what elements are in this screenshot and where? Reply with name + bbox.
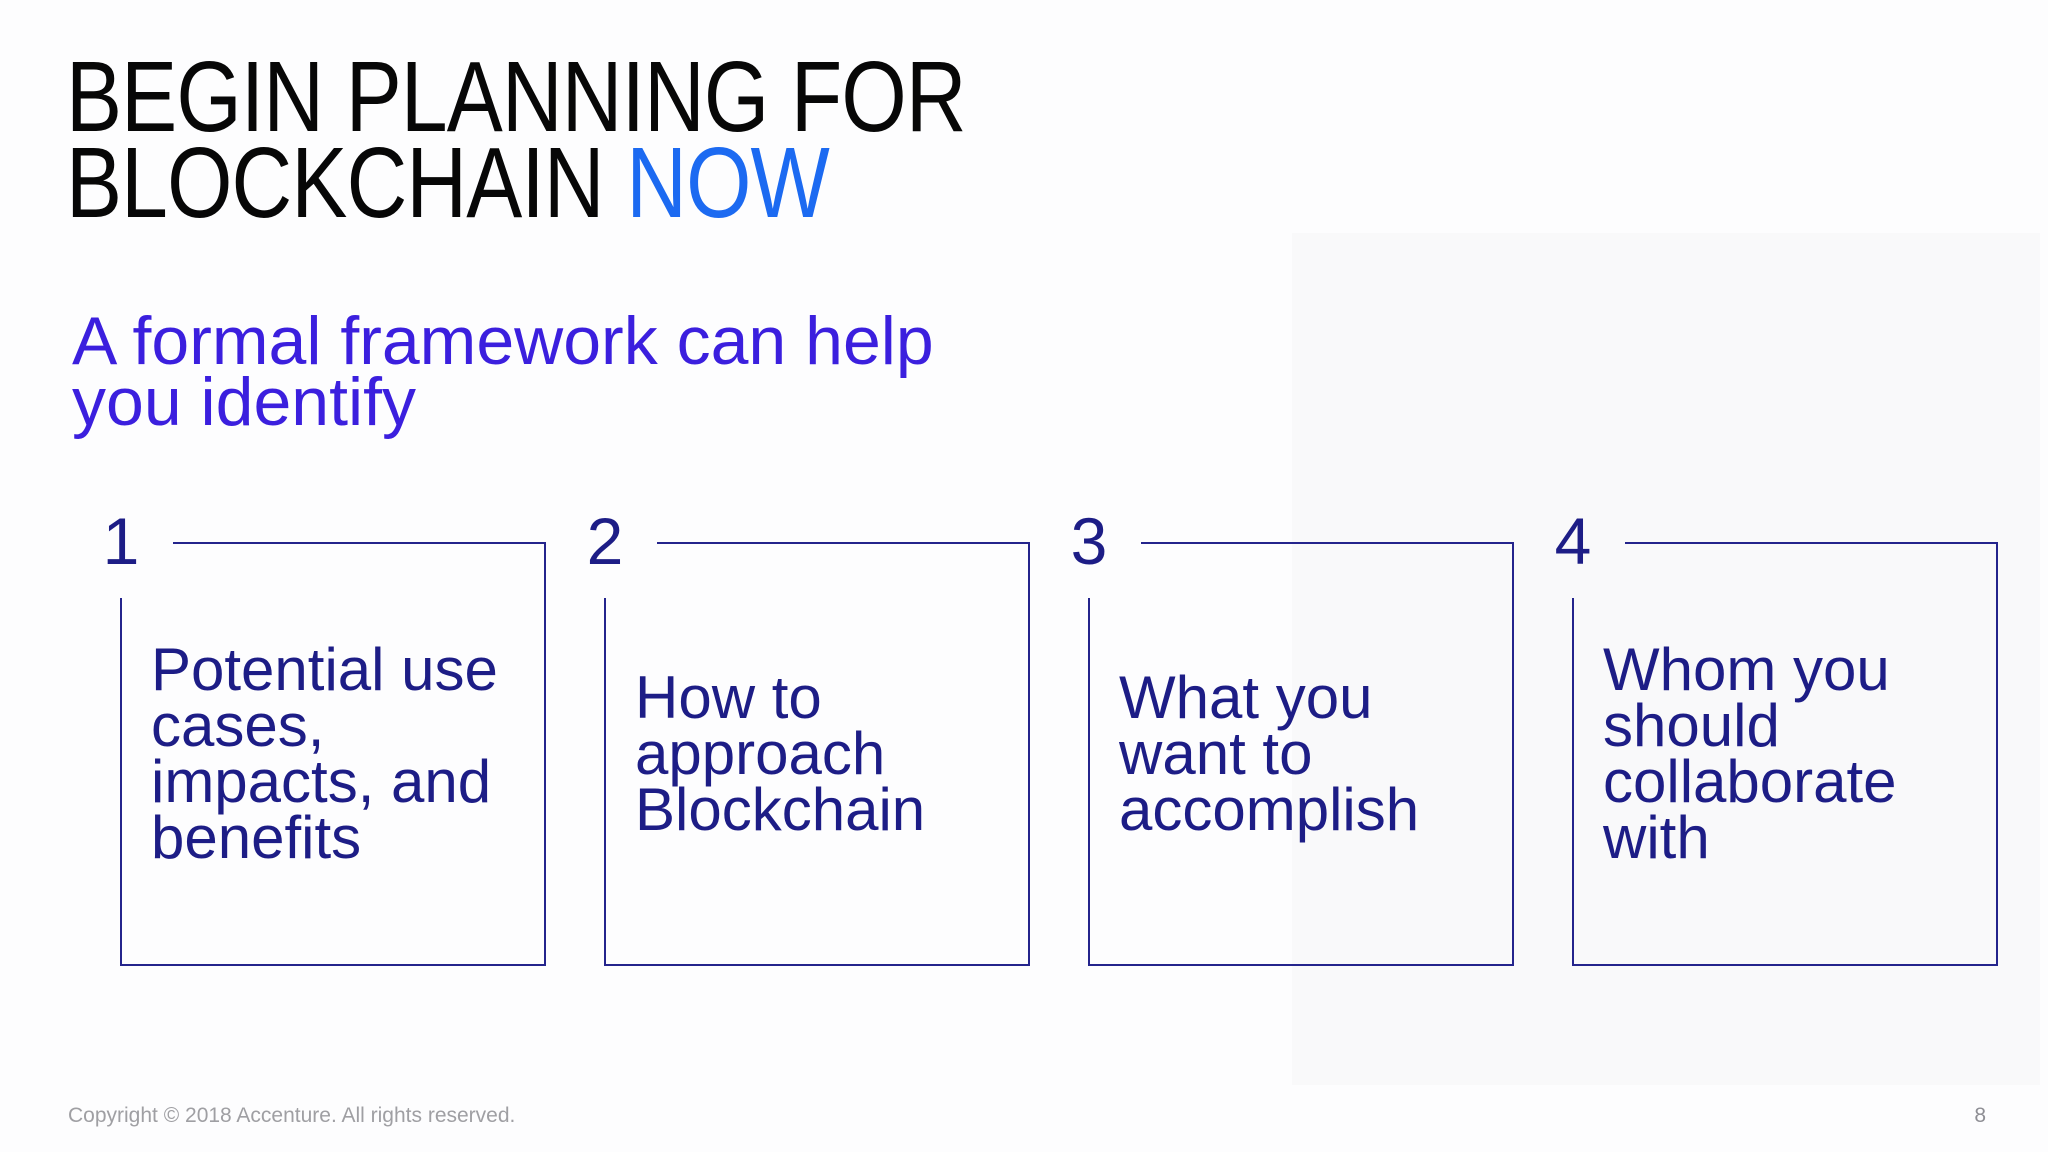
step-box-3: 3 What you want to accomplish (1071, 508, 1514, 966)
box-border-top (173, 542, 546, 544)
copyright-text: Copyright © 2018 Accenture. All rights r… (68, 1104, 516, 1127)
title-text-dark-1: BEGIN PLANNING FOR (66, 41, 967, 153)
box-border-left (1088, 598, 1090, 966)
box-border-right (1028, 542, 1030, 966)
step-text-3: What you want to accomplish (1119, 664, 1420, 843)
step-number-4: 4 (1554, 504, 1592, 578)
box-border-left (120, 598, 122, 966)
title-line-1: BEGIN PLANNING FOR (66, 47, 967, 147)
box-border-bottom (604, 964, 1030, 966)
box-border-right (1512, 542, 1514, 966)
box-border-top (1141, 542, 1514, 544)
box-border-bottom (120, 964, 546, 966)
box-border-top (657, 542, 1030, 544)
step-box-2: 2 How to approach Blockchain (587, 508, 1030, 966)
box-border-bottom (1572, 964, 1998, 966)
subtitle: A formal framework can help you identify (72, 303, 934, 440)
box-border-left (1572, 598, 1574, 966)
title-line-2: BLOCKCHAIN NOW (66, 133, 966, 233)
title-text-dark-2: BLOCKCHAIN (66, 127, 605, 239)
page-number: 8 (1974, 1104, 1986, 1127)
title-accent-now: NOW (626, 127, 830, 239)
page-title: BEGIN PLANNING FOR BLOCKCHAIN NOW (66, 47, 1137, 233)
box-border-bottom (1088, 964, 1514, 966)
step-number-3: 3 (1070, 504, 1108, 578)
step-number-2: 2 (586, 504, 624, 578)
box-border-left (604, 598, 606, 966)
step-text-4: Whom you should collaborate with (1603, 636, 1897, 871)
box-border-right (1996, 542, 1998, 966)
step-number-1: 1 (102, 504, 140, 578)
box-border-top (1625, 542, 1998, 544)
step-box-4: 4 Whom you should collaborate with (1555, 508, 1998, 966)
step-text-2: How to approach Blockchain (635, 664, 926, 843)
box-border-right (544, 542, 546, 966)
step-text-1: Potential use cases, impacts, and benefi… (151, 636, 498, 871)
step-box-1: 1 Potential use cases, impacts, and bene… (103, 508, 546, 966)
